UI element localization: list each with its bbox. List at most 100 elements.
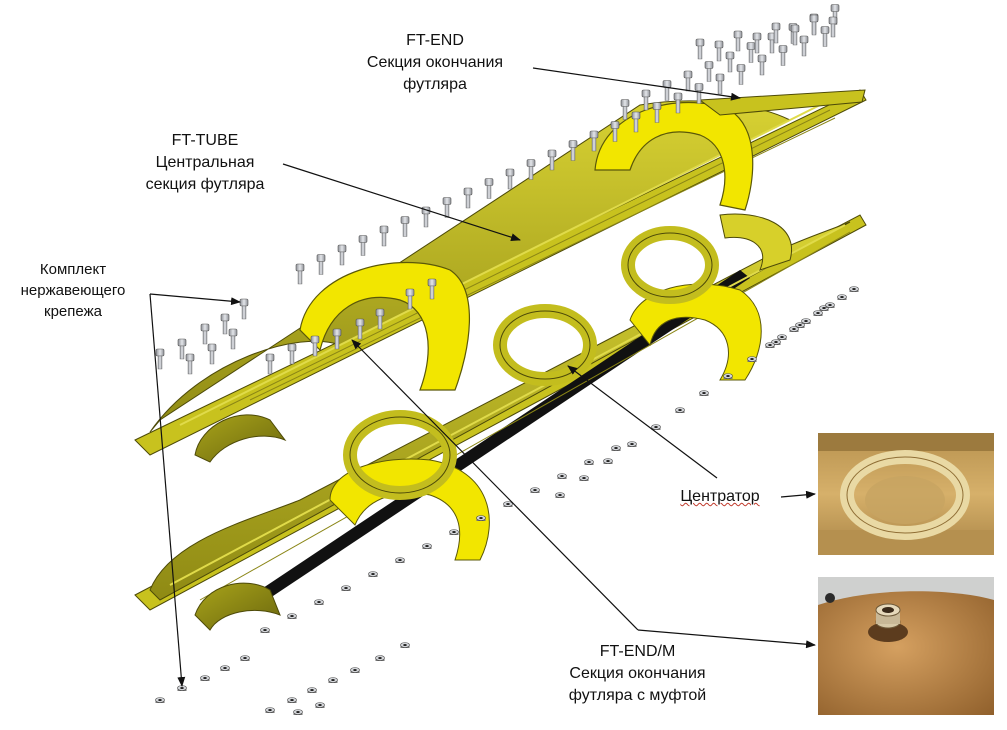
nuts-lower-row: [260, 445, 621, 633]
bolt-icon: [631, 111, 641, 133]
bolt-icon: [185, 353, 195, 375]
bolt-icon: [820, 26, 830, 47]
label-centrator: Центратор: [665, 486, 775, 508]
ft-tube-line1: Центральная: [155, 154, 255, 171]
bolt-icon: [155, 348, 165, 370]
nut-icon: [368, 571, 378, 577]
bolt-icon: [778, 45, 788, 66]
bolt-icon: [799, 35, 809, 57]
bolt-icon: [589, 130, 599, 152]
centrator-text: Центратор: [680, 488, 760, 505]
bolt-icon: [757, 54, 767, 76]
nut-icon: [579, 475, 589, 481]
nut-icon: [603, 458, 613, 464]
arrow-fasteners-2: [149, 293, 186, 687]
nut-icon: [837, 294, 847, 300]
bolt-icon: [295, 263, 305, 285]
ft-end-line1: Секция окончания: [366, 54, 504, 71]
bolt-icon: [746, 42, 756, 63]
nut-icon: [350, 667, 360, 673]
bolt-icon: [715, 73, 725, 95]
centrator-2: [493, 304, 597, 386]
bolt-icon: [177, 338, 187, 360]
nut-icon: [813, 310, 823, 316]
lower-shell: [134, 213, 867, 631]
nut-icon: [747, 356, 757, 362]
fasteners-line1: Комплект: [39, 261, 107, 278]
nut-icon: [675, 407, 685, 413]
nut-icon: [200, 675, 210, 681]
nut-icon: [476, 515, 486, 521]
nut-icon: [765, 342, 775, 348]
bolt-icon: [265, 353, 275, 375]
bolt-icon: [316, 254, 326, 275]
bolt-icon: [207, 343, 217, 365]
nut-icon: [422, 543, 432, 549]
nut-icon: [584, 459, 594, 465]
nut-icon: [777, 334, 787, 340]
nut-icon: [801, 318, 811, 324]
nut-icon: [265, 707, 275, 713]
upper-shell: [134, 89, 867, 463]
arrow-ft-end-m-photo: [637, 629, 816, 649]
bolt-icon: [358, 235, 368, 256]
bolt-icon: [526, 159, 536, 180]
nut-icon: [220, 665, 230, 671]
nut-icon: [825, 302, 835, 308]
bolt-icon: [828, 16, 838, 38]
flange-left: [299, 261, 470, 391]
nut-icon: [651, 424, 661, 430]
arrow-ft-end-m: [351, 339, 639, 631]
photo-coupling: [818, 577, 994, 715]
ft-tube-code: FT-TUBE: [171, 132, 239, 149]
bolt-icon: [725, 51, 735, 73]
bolt-icon: [620, 99, 630, 120]
bolt-icon: [733, 30, 743, 52]
label-ft-end-m: FT-END/M Секция окончания футляра с муфт…: [545, 641, 730, 707]
nut-icon: [287, 613, 297, 619]
bolts-left-cluster: [155, 278, 437, 375]
nut-icon: [557, 473, 567, 479]
nut-icon: [314, 599, 324, 605]
nut-icon: [395, 557, 405, 563]
nut-icon: [627, 441, 637, 447]
label-ft-end: FT-END Секция окончания футляра: [350, 30, 520, 96]
nut-icon: [240, 655, 250, 661]
arrow-ft-end: [532, 67, 741, 101]
nut-icon: [789, 326, 799, 332]
label-fasteners: Комплект нержавеющего крепежа: [6, 259, 140, 322]
fasteners-line2: нержавеющего: [20, 282, 126, 299]
bolt-icon: [683, 70, 693, 92]
bolt-icon: [809, 14, 819, 36]
bolt-icon: [714, 40, 724, 62]
nut-icon: [341, 585, 351, 591]
nut-icon: [723, 373, 733, 379]
bolt-icon: [610, 121, 620, 142]
nut-icon: [155, 697, 165, 703]
centrator-3: [621, 226, 719, 304]
bolt-icon: [228, 328, 238, 350]
arrow-centrator-photo: [780, 490, 816, 499]
nut-icon: [315, 702, 325, 708]
bolt-icon: [752, 32, 762, 54]
nut-icon: [260, 627, 270, 633]
cable-slot: [260, 270, 750, 598]
bolt-icon: [310, 335, 320, 357]
bolt-icon: [405, 288, 415, 310]
centrators: [343, 226, 719, 500]
bolt-icon: [442, 197, 452, 218]
photo-centrator: [818, 433, 994, 555]
nut-icon: [449, 529, 459, 535]
nut-icon: [555, 492, 565, 498]
bolt-icon: [400, 216, 410, 237]
bolt-icon: [332, 328, 342, 350]
nut-icon: [503, 501, 513, 507]
nuts-bottom-cluster: [155, 642, 410, 715]
bolt-icon: [641, 89, 651, 111]
ft-end-m-code: FT-END/M: [599, 643, 676, 660]
ft-end-m-line1: Секция окончания: [569, 665, 706, 682]
centrator-1: [343, 410, 457, 500]
bolt-icon: [220, 313, 230, 335]
ft-end-code: FT-END: [406, 32, 464, 49]
bolt-icon: [505, 168, 515, 190]
